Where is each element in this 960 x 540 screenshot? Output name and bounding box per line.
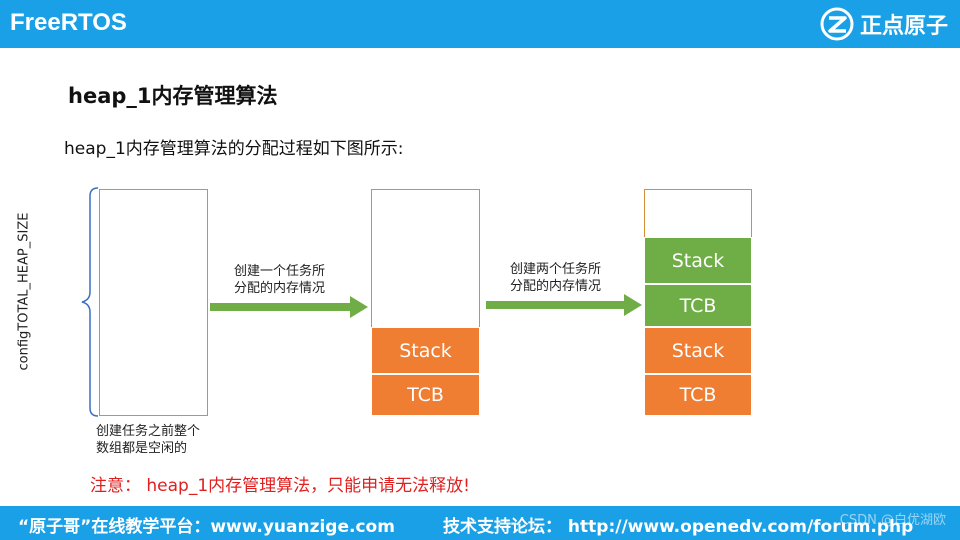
forum-link-text[interactable]: 技术支持论坛： http://www.openedv.com/forum.php xyxy=(443,517,914,537)
empty-heap-note: 创建任务之前整个 数组都是空闲的 xyxy=(96,423,236,457)
top-banner: FreeRTOS 正点原子 xyxy=(0,0,960,48)
heap-size-brace xyxy=(81,187,99,417)
tcb-block-task1: TCB xyxy=(371,374,480,416)
warning-note: 注意： heap_1内存管理算法，只能申请无法释放! xyxy=(90,476,470,496)
empty-note-line1: 创建任务之前整个 xyxy=(96,424,201,439)
arrow2-line1: 创建两个任务所 xyxy=(510,262,602,277)
stack-block-task1: Stack xyxy=(371,327,480,374)
arrow1-line1: 创建一个任务所 xyxy=(234,264,326,279)
arrow-right-icon xyxy=(210,296,368,318)
company-logo: 正点原子 xyxy=(820,6,948,42)
page-subtitle: heap_1内存管理算法的分配过程如下图所示: xyxy=(64,139,404,159)
watermark: CSDN @白优湖欧 xyxy=(839,513,946,528)
page-title: heap_1内存管理算法 xyxy=(68,84,278,108)
brand-title: FreeRTOS xyxy=(10,9,127,36)
empty-note-line2: 数组都是空闲的 xyxy=(96,441,188,456)
heap-empty-box xyxy=(99,189,208,416)
arrow2-label: 创建两个任务所 分配的内存情况 xyxy=(510,261,601,295)
stack-block-task1-b: Stack xyxy=(644,327,752,374)
stack-block-task2: Stack xyxy=(644,237,752,284)
arrow1-line2: 分配的内存情况 xyxy=(234,281,326,296)
arrow1-label: 创建一个任务所 分配的内存情况 xyxy=(234,263,325,297)
platform-link-text[interactable]: “原子哥”在线教学平台：www.yuanzige.com xyxy=(18,517,395,537)
logo-emblem-icon xyxy=(820,7,854,41)
arrow2-line2: 分配的内存情况 xyxy=(510,279,602,294)
tcb-block-task2: TCB xyxy=(644,284,752,327)
logo-text: 正点原子 xyxy=(859,14,948,39)
tcb-block-task1-b: TCB xyxy=(644,374,752,416)
arrow-right-icon xyxy=(486,294,642,316)
heap-size-label: configTOTAL_HEAP_SIZE xyxy=(16,212,32,371)
bottom-banner: “原子哥”在线教学平台：www.yuanzige.com 技术支持论坛： htt… xyxy=(0,506,960,540)
